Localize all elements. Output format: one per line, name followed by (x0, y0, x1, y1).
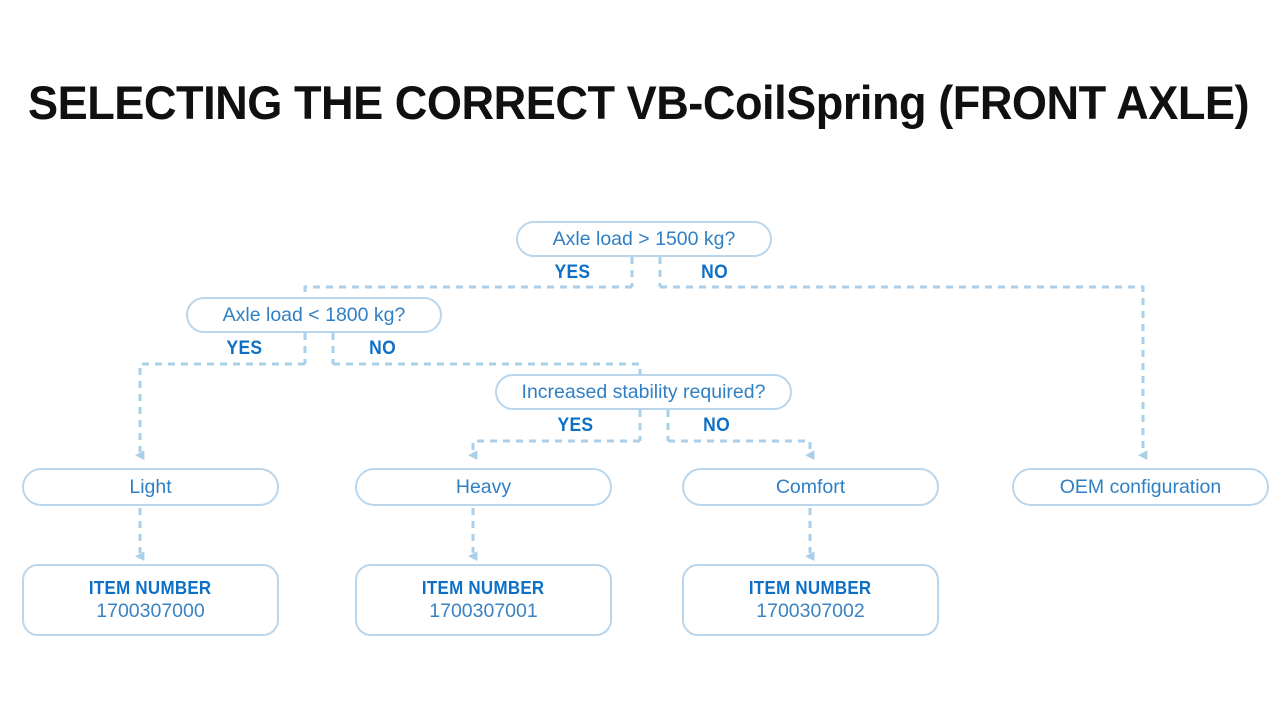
decision-node-increased-stability[interactable]: Increased stability required? (495, 374, 792, 410)
branch-label-d3-yes: YES (557, 415, 594, 436)
result-node-comfort[interactable]: Comfort (682, 468, 939, 506)
result-label: OEM configuration (1059, 475, 1222, 498)
item-number-title: ITEM NUMBER (422, 577, 545, 598)
wire-d3-yes (468, 439, 640, 460)
item-number-title: ITEM NUMBER (749, 577, 872, 598)
item-number-box-heavy[interactable]: ITEM NUMBER 1700307001 (355, 564, 612, 636)
branch-label-d2-yes: YES (226, 338, 263, 359)
result-node-heavy[interactable]: Heavy (355, 468, 612, 506)
wire-d3-no (668, 439, 815, 460)
wire-d2-yes (135, 362, 305, 460)
item-number-value: 1700307002 (756, 599, 865, 622)
decision-node-axle-load-1500[interactable]: Axle load > 1500 kg? (516, 221, 772, 257)
branch-label-d1-no: NO (701, 262, 728, 283)
item-number-box-light[interactable]: ITEM NUMBER 1700307000 (22, 564, 279, 636)
result-label: Light (129, 475, 172, 498)
decision-node-axle-load-1800[interactable]: Axle load < 1800 kg? (186, 297, 442, 333)
result-label: Comfort (775, 475, 846, 498)
page-title: SELECTING THE CORRECT VB-CoilSpring (FRO… (28, 76, 1250, 129)
decision-label: Axle load < 1800 kg? (222, 303, 406, 326)
branch-label-d2-no: NO (369, 338, 396, 359)
result-node-light[interactable]: Light (22, 468, 279, 506)
result-node-oem-configuration[interactable]: OEM configuration (1012, 468, 1269, 506)
item-number-value: 1700307000 (96, 599, 205, 622)
item-number-title: ITEM NUMBER (89, 577, 212, 598)
item-number-box-comfort[interactable]: ITEM NUMBER 1700307002 (682, 564, 939, 636)
decision-label: Axle load > 1500 kg? (552, 227, 736, 250)
result-label: Heavy (455, 475, 512, 498)
branch-label-d3-no: NO (703, 415, 730, 436)
wire-d1-no (660, 285, 1148, 460)
decision-label: Increased stability required? (521, 380, 766, 403)
item-number-value: 1700307001 (429, 599, 538, 622)
branch-label-d1-yes: YES (554, 262, 591, 283)
